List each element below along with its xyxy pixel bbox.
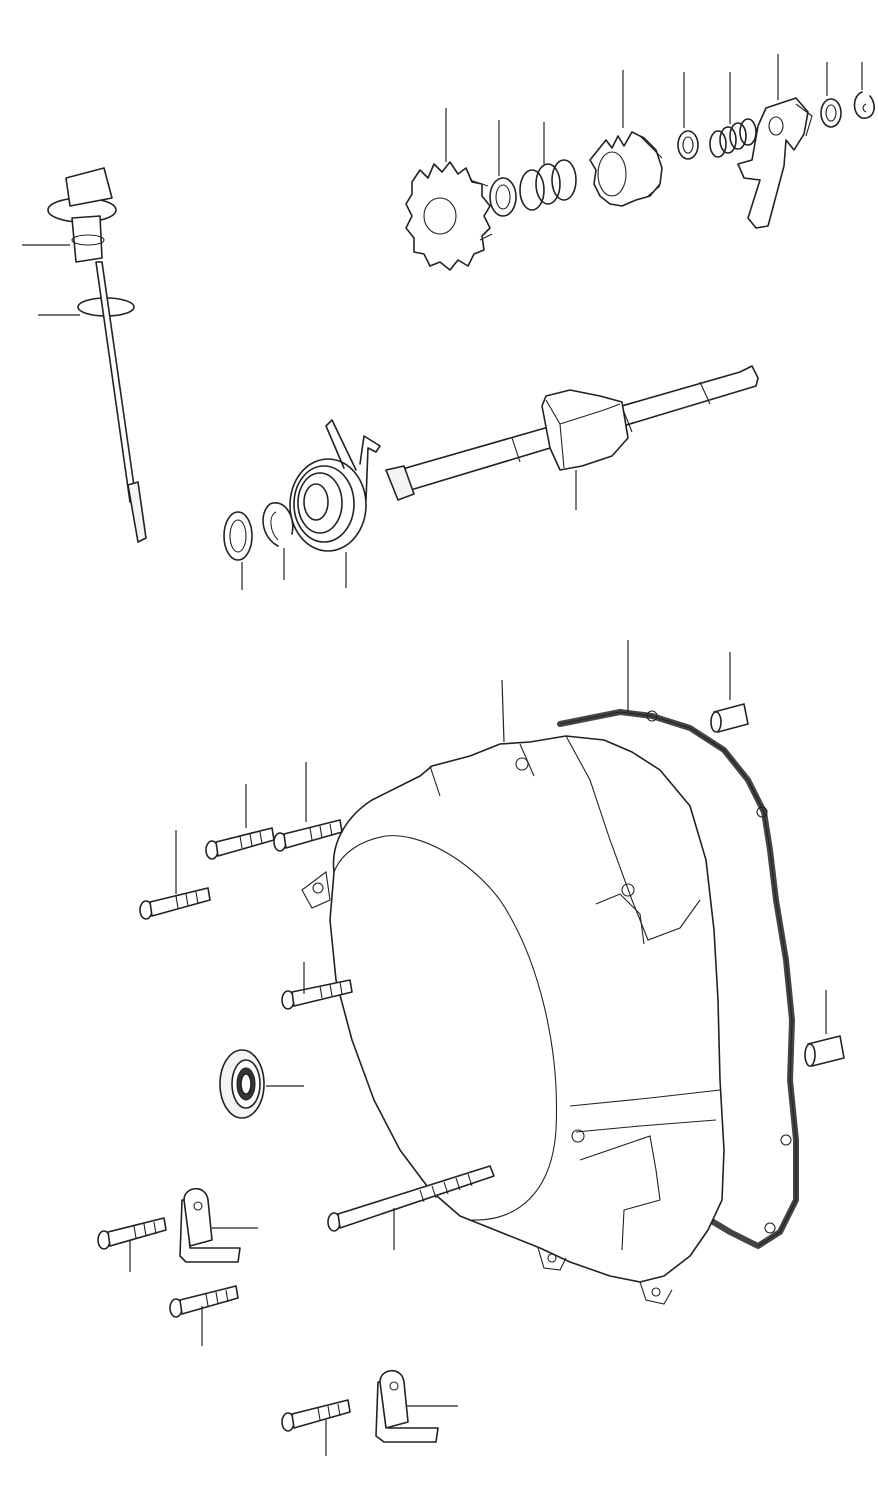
spring-7[interactable] — [709, 118, 757, 158]
oil-filler-cap-dipstick[interactable] — [47, 167, 147, 543]
bolt-18-c[interactable] — [139, 887, 211, 920]
washer-13[interactable] — [223, 511, 253, 561]
bolt-18-e[interactable] — [97, 1217, 167, 1250]
clamp-11-upper[interactable] — [179, 1187, 241, 1263]
bolt-18-d[interactable] — [281, 979, 353, 1010]
bolt-18-b[interactable] — [273, 819, 343, 852]
bolt-18-a[interactable] — [205, 827, 275, 860]
dowel-pin-20-right[interactable] — [804, 1035, 845, 1067]
spring-5[interactable] — [519, 159, 577, 211]
kick-arm-9[interactable] — [737, 97, 813, 229]
ratchet-6[interactable] — [589, 131, 663, 207]
washer-14[interactable] — [677, 130, 699, 160]
circlip-21[interactable] — [853, 91, 875, 119]
kick-spindle-8[interactable] — [385, 365, 759, 501]
bolt-13-bottom[interactable] — [281, 1399, 351, 1432]
circlip-22[interactable] — [262, 502, 294, 547]
crankcase-cover-1[interactable] — [301, 735, 725, 1305]
washer-12[interactable] — [489, 177, 517, 217]
bolt-18-f[interactable] — [169, 1285, 239, 1318]
oil-seal-16[interactable] — [219, 1049, 265, 1119]
washer-15[interactable] — [820, 98, 842, 128]
long-bolt-19[interactable] — [327, 1165, 495, 1232]
clamp-11-lower[interactable] — [375, 1369, 439, 1443]
return-spring-10[interactable] — [289, 419, 381, 552]
gasket-2[interactable] — [557, 709, 799, 1249]
dowel-pin-20-top[interactable] — [710, 703, 749, 733]
kick-gear[interactable] — [405, 161, 493, 271]
